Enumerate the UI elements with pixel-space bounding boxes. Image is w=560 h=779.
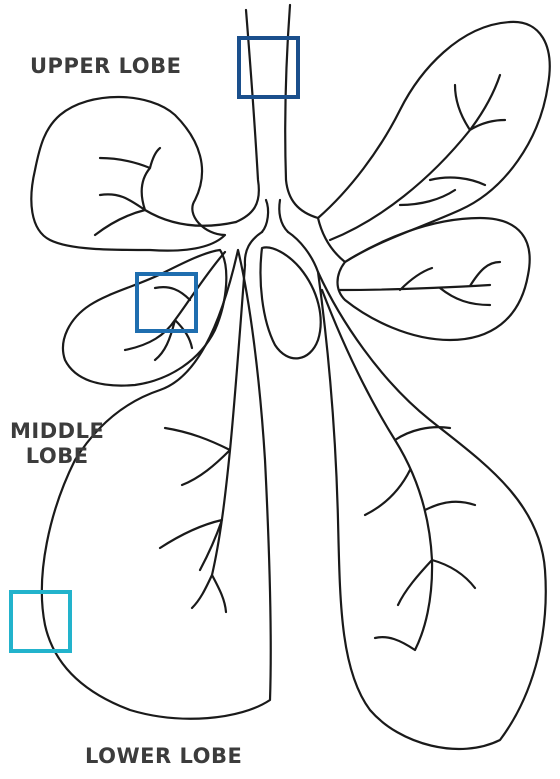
right-lower-bronchi — [322, 290, 475, 650]
left-lower-bronchi — [160, 265, 245, 612]
middle-lobe-label: MIDDLE LOBE — [10, 419, 104, 469]
left-upper-lobe — [31, 97, 225, 251]
left-lower-lobe — [42, 250, 271, 719]
right-upper-bronchi — [330, 75, 505, 240]
upper-lobe-label: UPPER LOBE — [30, 54, 182, 79]
carina-right — [288, 232, 318, 272]
middle-lobe-label-line1: MIDDLE — [10, 419, 104, 444]
right-middle-bronchi — [340, 262, 500, 305]
trachea-inner-right — [279, 200, 288, 232]
left-middle-lobe — [63, 250, 226, 386]
middle-lobe-label-line2: LOBE — [10, 444, 104, 469]
lower-lobe-edge-box — [11, 592, 70, 651]
right-middle-lobe — [338, 218, 530, 340]
heart-notch — [261, 247, 321, 358]
carina-left — [245, 232, 262, 265]
right-lower-lobe — [318, 272, 546, 749]
trachea-inner-left — [262, 200, 268, 232]
lower-lobe-label: LOWER LOBE — [85, 744, 242, 769]
left-upper-bronchus — [95, 148, 236, 235]
